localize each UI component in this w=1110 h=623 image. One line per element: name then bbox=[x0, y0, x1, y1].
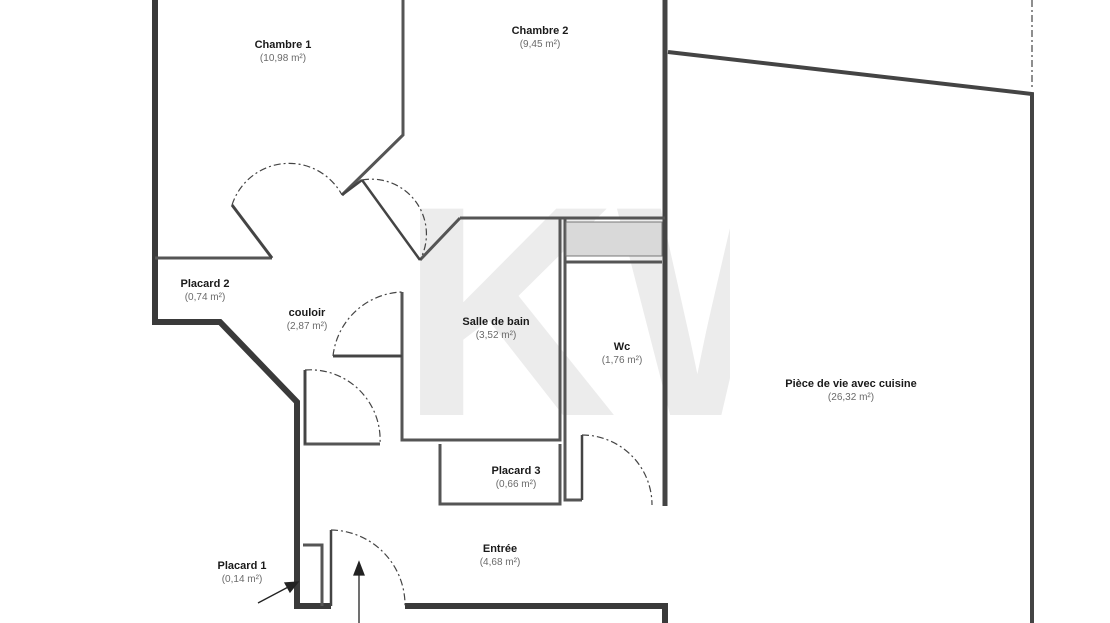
room-chambre-2: Chambre 2 (9,45 m²) bbox=[512, 24, 569, 52]
room-name: Chambre 2 bbox=[511, 25, 569, 37]
room-name: Entrée bbox=[482, 543, 518, 555]
room-name: Salle de bain bbox=[462, 316, 530, 328]
doors bbox=[231, 0, 1033, 607]
room-area: (4,68 m²) bbox=[479, 557, 521, 568]
room-salle-de-bain: Salle de bain (3,52 m²) bbox=[462, 315, 529, 343]
room-chambre-1: Chambre 1 (10,98 m²) bbox=[255, 38, 312, 66]
room-area: (2,87 m²) bbox=[286, 321, 328, 332]
room-placard-3: Placard 3 (0,66 m²) bbox=[492, 464, 541, 492]
room-area: (0,74 m²) bbox=[184, 292, 226, 303]
door-leaves bbox=[231, 179, 584, 606]
outer-walls bbox=[152, 0, 668, 623]
room-name: Pièce de vie avec cuisine bbox=[785, 378, 917, 390]
room-name: couloir bbox=[288, 307, 326, 319]
room-area: (26,32 m²) bbox=[827, 392, 875, 403]
room-couloir: couloir (2,87 m²) bbox=[287, 306, 328, 334]
room-placard-2: Placard 2 (0,74 m²) bbox=[181, 277, 230, 305]
room-name: Placard 1 bbox=[217, 560, 267, 572]
room-area: (0,66 m²) bbox=[495, 479, 537, 490]
room-piece-de-vie: Pièce de vie avec cuisine (26,32 m²) bbox=[785, 377, 916, 405]
room-area: (1,76 m²) bbox=[601, 355, 643, 366]
room-area: (3,52 m²) bbox=[475, 330, 517, 341]
room-area: (0,14 m²) bbox=[221, 574, 263, 585]
room-area: (10,98 m²) bbox=[259, 53, 307, 64]
room-name: Placard 3 bbox=[491, 465, 541, 477]
duct bbox=[565, 221, 663, 257]
room-area: (9,45 m²) bbox=[519, 39, 561, 50]
room-placard-1: Placard 1 (0,14 m²) bbox=[218, 559, 267, 587]
room-name: Placard 2 bbox=[180, 278, 230, 290]
entry-arrows bbox=[257, 560, 365, 623]
room-wc: Wc (1,76 m²) bbox=[602, 340, 643, 368]
room-entree: Entrée (4,68 m²) bbox=[480, 542, 521, 570]
room-name: Wc bbox=[613, 341, 631, 353]
room-name: Chambre 1 bbox=[254, 39, 312, 51]
